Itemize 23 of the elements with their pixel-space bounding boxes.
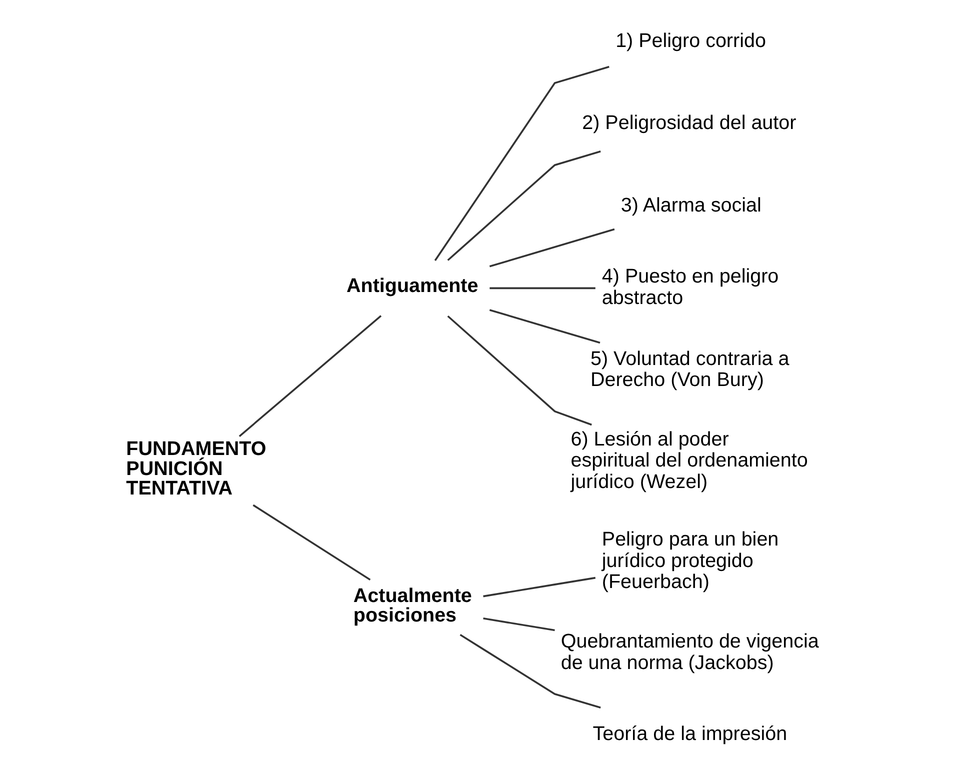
connector bbox=[483, 576, 596, 598]
node-text: Teoría de la impresión bbox=[592, 723, 788, 746]
node-text: 1) Peligro corrido bbox=[616, 30, 766, 52]
connector bbox=[238, 315, 382, 437]
node-text: FUNDAMENTO PUNICIÓN TENTATIVA bbox=[126, 438, 266, 500]
node-text: 4) Puesto en peligro abstracto bbox=[602, 266, 779, 309]
node-text: 2) Peligrosidad del autor bbox=[582, 112, 796, 134]
node-text: Antiguamente bbox=[346, 274, 478, 297]
connector bbox=[447, 315, 592, 426]
connector bbox=[252, 504, 371, 581]
node-text: 3) Alarma social bbox=[620, 194, 762, 216]
connector bbox=[460, 634, 601, 709]
node-text: 6) Lesión al poder espiritual del ordenamiento jurídico (Wezel) bbox=[570, 428, 808, 493]
node-text: Quebrantamiento de vigencia de una norma (Jackobs) bbox=[560, 630, 819, 674]
connector bbox=[447, 150, 601, 261]
connector bbox=[489, 228, 615, 268]
connector bbox=[490, 287, 596, 290]
node-text: Peligro para un bien jurídico protegido (Feuerbach) bbox=[602, 528, 779, 594]
connector bbox=[489, 309, 600, 344]
node-text: Actualmente posiciones bbox=[353, 584, 472, 627]
connector bbox=[483, 618, 555, 632]
node-text: 5) Voluntad contraria a Derecho (Von Bury) bbox=[590, 348, 790, 392]
connector bbox=[434, 66, 610, 262]
